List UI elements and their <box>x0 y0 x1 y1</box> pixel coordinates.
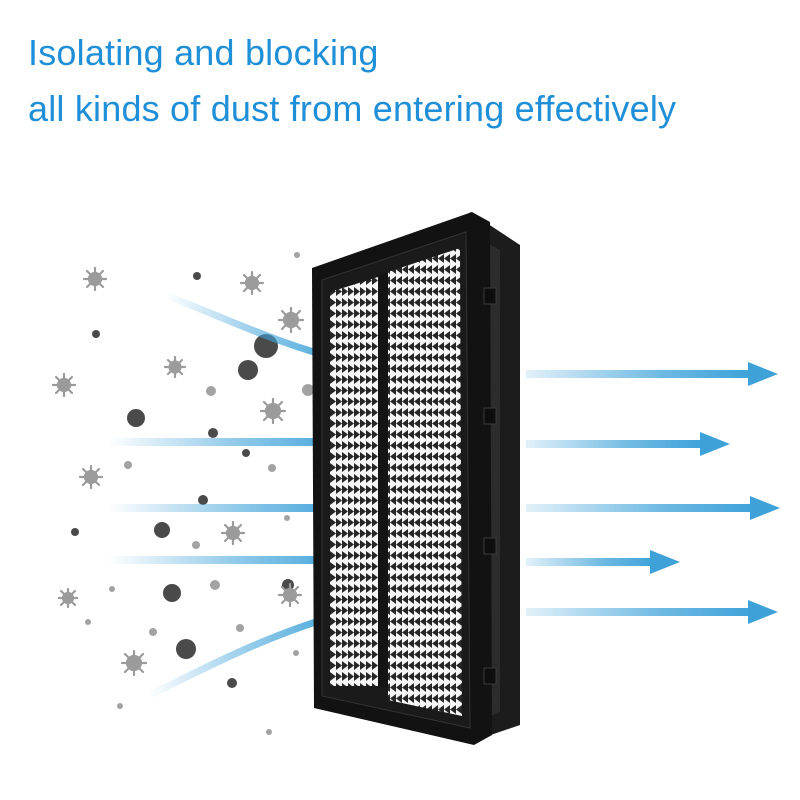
headline-line-1: Isolating and blocking <box>28 32 379 73</box>
dust-particle-light <box>85 252 314 735</box>
filter-media <box>330 277 378 686</box>
virus-particle-icon <box>51 266 305 677</box>
airflow-stream <box>108 556 353 564</box>
headline: Isolating and blocking all kinds of dust… <box>28 28 676 134</box>
airflow-arrow-icon <box>526 362 778 386</box>
dust-particle-icon <box>71 272 294 688</box>
outgoing-airflow <box>526 362 780 624</box>
air-filter <box>312 212 520 745</box>
airflow-arrow-icon <box>526 432 730 456</box>
dust-cloud <box>51 252 314 735</box>
filter-media <box>388 248 462 716</box>
headline-line-2: all kinds of dust from entering effectiv… <box>28 88 677 129</box>
airflow-arrow-icon <box>526 600 778 624</box>
airflow-stream <box>108 438 353 446</box>
airflow-arrow-icon <box>526 550 680 574</box>
airflow-arrow-icon <box>526 496 780 520</box>
airflow-stream <box>108 504 353 512</box>
